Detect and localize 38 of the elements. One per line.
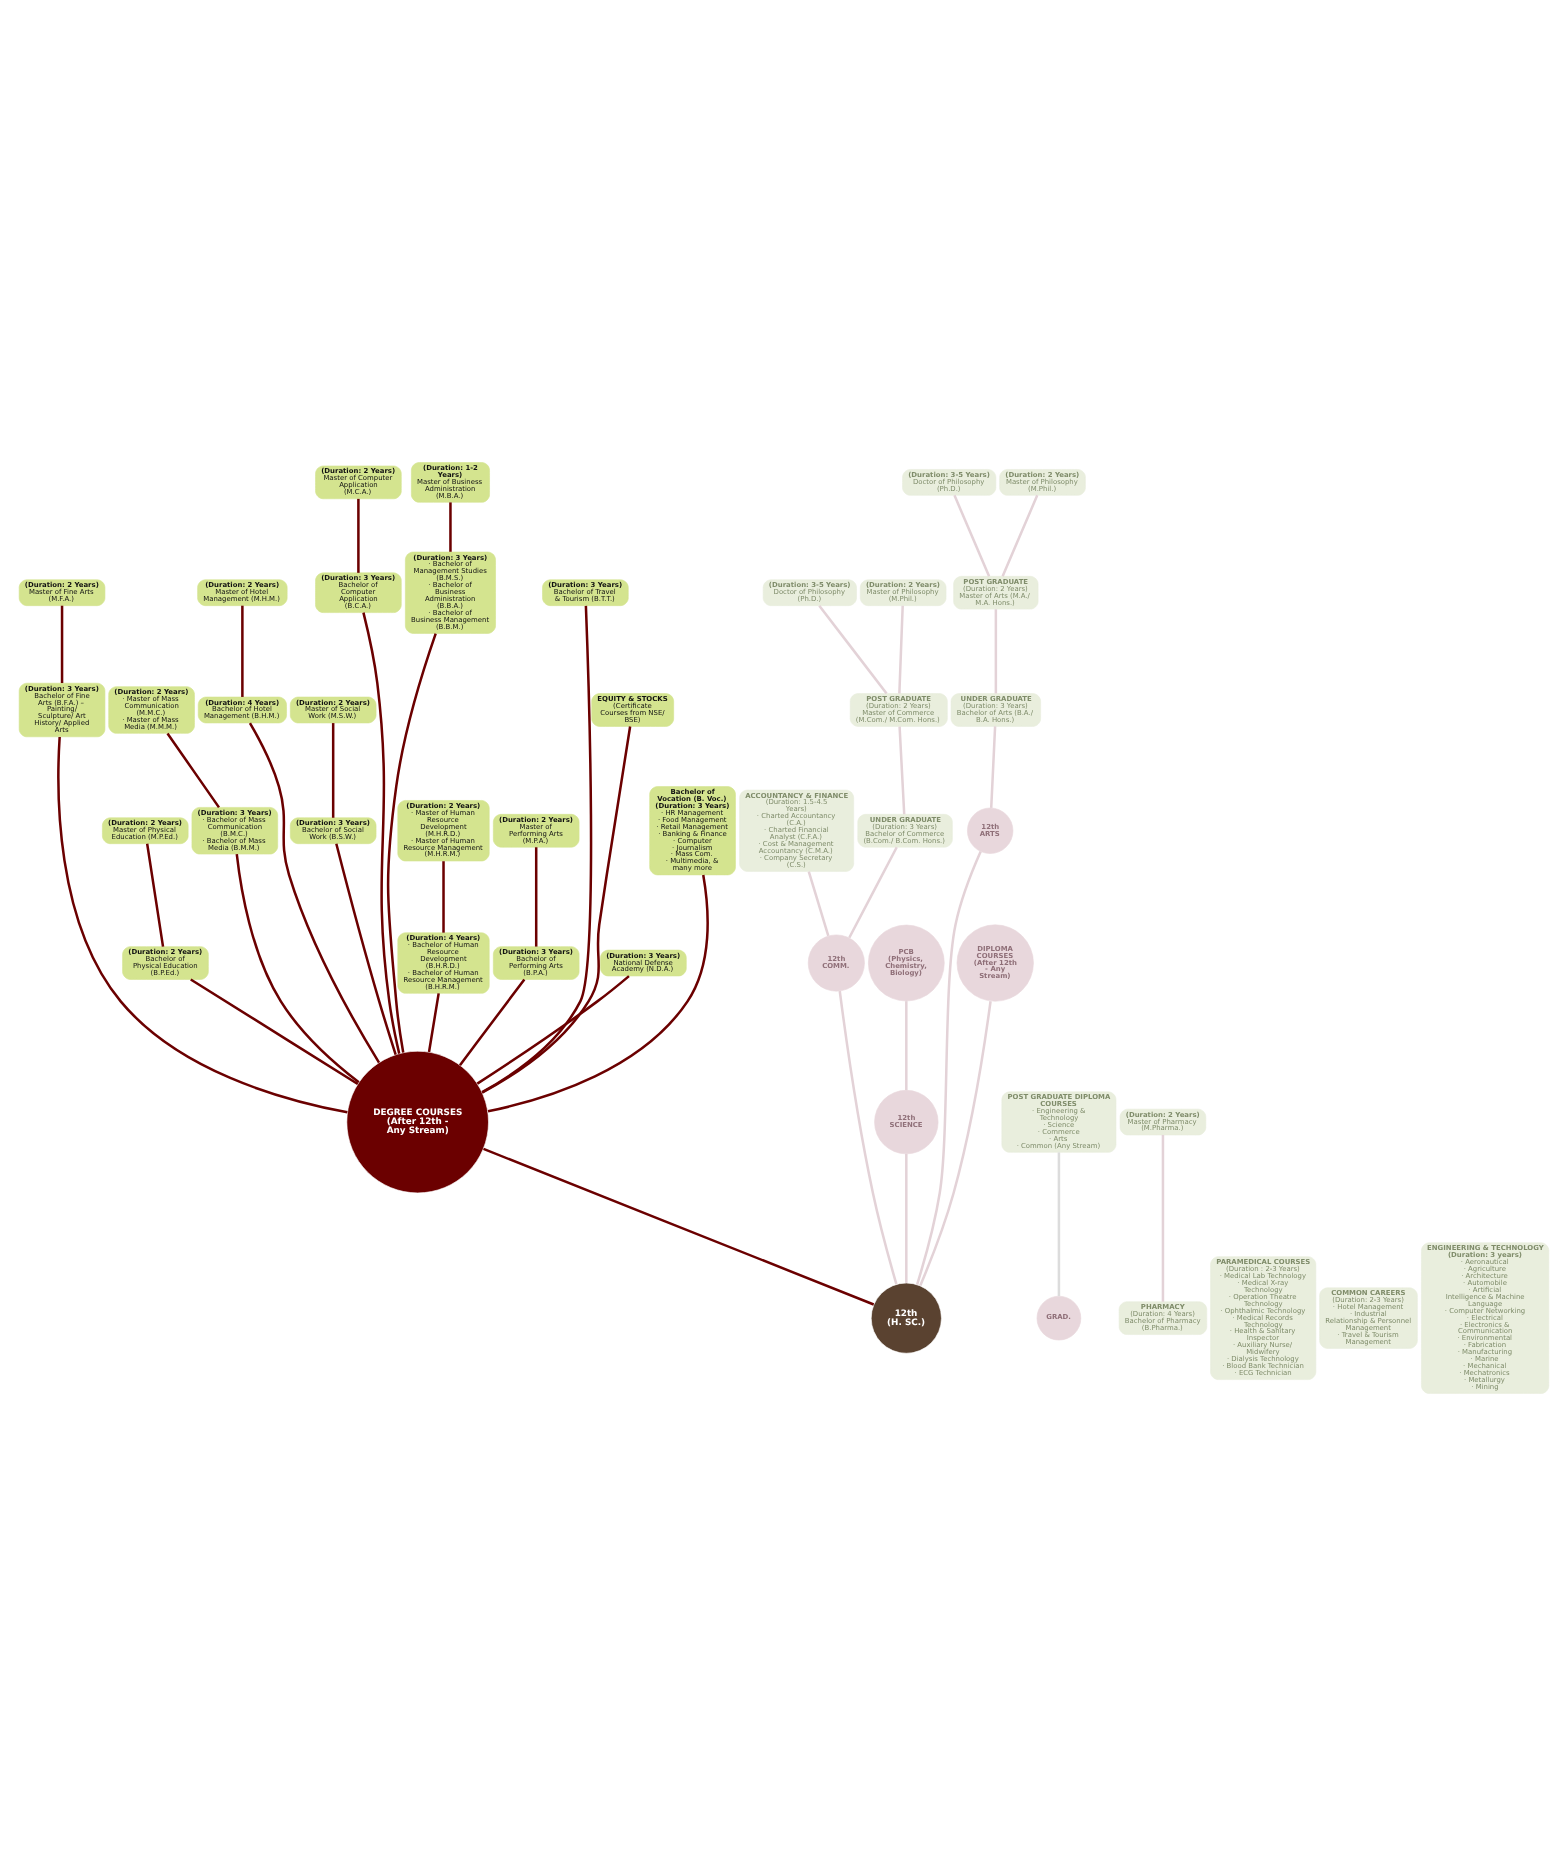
connector	[331, 723, 335, 818]
connector	[190, 978, 359, 1086]
connector	[818, 604, 888, 695]
connector	[953, 494, 991, 577]
connector	[905, 1001, 908, 1091]
connector	[838, 990, 898, 1285]
connector	[1057, 1152, 1061, 1297]
connector	[235, 854, 360, 1084]
connector	[449, 502, 452, 552]
connector	[919, 1001, 992, 1286]
connector	[357, 498, 360, 573]
connector	[898, 605, 904, 694]
connector	[989, 726, 997, 808]
connector	[905, 1153, 908, 1283]
connector	[807, 871, 830, 937]
connector	[487, 874, 709, 1113]
connector	[362, 612, 401, 1054]
connector	[335, 843, 397, 1055]
connector	[442, 861, 445, 933]
connector	[848, 846, 898, 939]
connector	[483, 1147, 875, 1306]
connector	[1161, 1135, 1165, 1302]
connector	[241, 605, 244, 697]
connector	[481, 726, 632, 1094]
connector	[481, 605, 593, 1094]
connector	[57, 736, 348, 1114]
connector	[458, 978, 526, 1066]
connector	[1001, 494, 1039, 577]
connector	[915, 851, 982, 1285]
connector	[60, 605, 64, 684]
connector	[145, 843, 165, 947]
connector	[427, 993, 440, 1053]
connector	[166, 732, 220, 809]
connector	[994, 609, 998, 694]
connector	[534, 847, 538, 947]
connector	[476, 975, 630, 1085]
connector	[898, 726, 906, 815]
connector	[386, 633, 437, 1053]
